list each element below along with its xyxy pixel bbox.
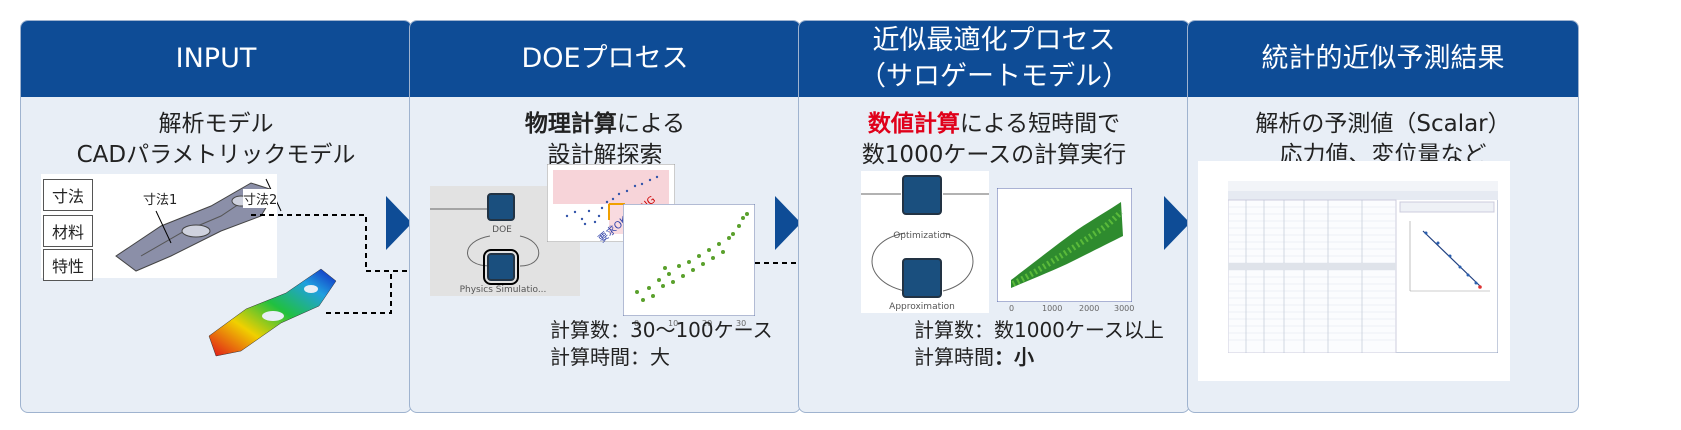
cad-dim2-label: 寸法2 [243,189,278,208]
doe-result-scatter [623,204,755,316]
input-connector [251,214,411,314]
approx-x-tick-1: 1000 [1042,304,1063,313]
approx-panel-header: 近似最適化プロセス （サロゲートモデル） [799,21,1189,97]
doe-count-label: 計算数 [550,318,610,342]
doe-node[interactable] [487,193,515,221]
doe-x-tick-3: 30 [736,319,747,328]
results-subtitle-line1: 解析の予測値（Scalar） [1255,111,1511,137]
doe-count-value: ：30〜100ケース [610,318,773,342]
doe-subtitle: 物理計算による 設計解探索 [410,109,800,171]
doe-info: 計算数：30〜100ケース 計算時間：大 [550,317,773,371]
approx-count-label: 計算数 [914,318,974,342]
physics-node[interactable] [483,249,519,285]
optimization-node[interactable] [902,175,942,215]
approx-subtitle-rest: による短時間で [959,111,1121,137]
input-panel: INPUT 解析モデル CADパラメトリックモデル 寸法 材料 特性 寸法1 寸… [20,20,412,413]
approx-x-tick-3: 3000 [1114,304,1135,313]
chip-material: 材料 [43,215,93,247]
approx-subtitle-red: 数値計算 [867,111,960,137]
approximation-node[interactable] [902,258,942,298]
approx-x-tick-2: 2000 [1079,304,1100,313]
flow-arrow-1 [386,196,412,250]
results-panel-title: 統計的近似予測結果 [1261,43,1505,74]
input-panel-header: INPUT [21,21,411,97]
approx-info: 計算数：数1000ケース以上 計算時間：小 [914,317,1164,371]
approx-title-line1: 近似最適化プロセス [872,25,1116,56]
approx-workflow-lines [861,193,989,292]
flow-arrow-2 [775,196,801,250]
approx-time-value: ：小 [994,345,1034,369]
input-panel-title: INPUT [175,43,257,74]
approx-x-tick-0: 0 [1009,304,1015,313]
doe-node-label: DOE [492,225,512,235]
cad-dim1-label: 寸法1 [143,193,178,208]
doe-x-tick-2: 20 [702,319,713,328]
chip-dimension: 寸法 [43,179,93,211]
doe-subtitle-bold: 物理計算 [524,111,617,137]
approx-count-value: ：数1000ケース以上 [974,318,1164,342]
input-subtitle-line1: 解析モデル [158,111,274,137]
approximation-node-label: Approximation [889,302,955,312]
doe-panel-title: DOEプロセス [521,43,689,74]
chip-property: 特性 [43,249,93,281]
doe-time-label: 計算時間 [550,345,630,369]
input-subtitle-line2: CADパラメトリックモデル [76,142,356,168]
results-table-rows [1228,206,1396,341]
results-panel-header: 統計的近似予測結果 [1188,21,1578,97]
fea-contour-model [208,268,337,357]
doe-x-tick-0: 0 [634,319,640,328]
approx-subtitle: 数値計算による短時間で 数1000ケースの計算実行 [799,109,1189,171]
input-subtitle: 解析モデル CADパラメトリックモデル [21,109,411,171]
approx-subtitle-line2: 数1000ケースの計算実行 [861,142,1127,168]
flow-arrow-3 [1164,196,1190,250]
results-panel: 統計的近似予測結果 解析の予測値（Scalar） 応力値、変位量など [1187,20,1579,413]
approx-dense-scatter[interactable] [997,188,1132,302]
physics-node-label: Physics Simulatio... [459,285,547,295]
doe-x-tick-1: 10 [668,319,679,328]
doe-scatter-points [565,175,659,226]
results-software-screenshot [1228,181,1498,353]
approx-title-line2: （サロゲートモデル） [859,61,1129,92]
doe-subtitle-rest: による [616,111,686,137]
approx-panel: 近似最適化プロセス （サロゲートモデル） 数値計算による短時間で 数1000ケー… [798,20,1190,413]
approx-time-label: 計算時間 [914,345,994,369]
doe-time-value: ：大 [630,345,670,369]
doe-workflow-lines [430,208,540,267]
doe-panel-header: DOEプロセス [410,21,800,97]
optimization-node-label: Optimization [893,231,951,241]
doe-panel: DOEプロセス 物理計算による 設計解探索 DOE Physics Simula… [409,20,801,413]
